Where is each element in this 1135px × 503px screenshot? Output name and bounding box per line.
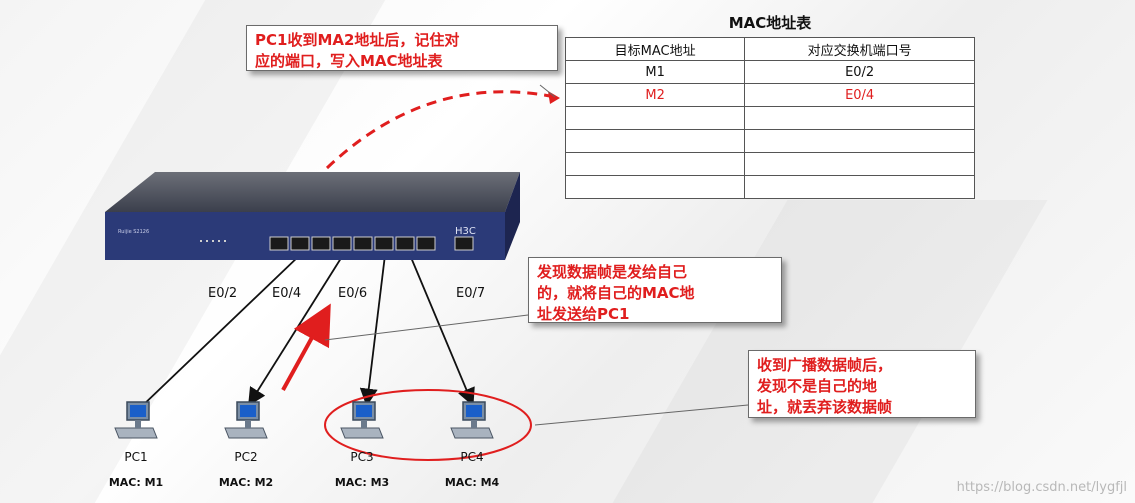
ethernet-port — [374, 236, 394, 251]
ethernet-port — [395, 236, 415, 251]
cable-pc4 — [409, 254, 475, 407]
callout-discard: 收到广播数据帧后， 发现不是自己的地 址，就丢弃该数据帧 — [748, 350, 976, 418]
table-row — [564, 106, 975, 130]
port-cell — [744, 129, 975, 153]
table-row — [564, 129, 975, 153]
table-row: M1 E0/2 — [564, 60, 975, 84]
red-arrow-up — [281, 303, 331, 391]
cable-pc1 — [139, 254, 301, 409]
mac-cell — [564, 175, 746, 199]
pc-1: PC1 MAC: M1 — [96, 400, 176, 489]
callout-pointer — [324, 314, 529, 341]
status-leds — [200, 240, 226, 242]
port-label-e06: E0/6 — [338, 286, 368, 301]
callout-line: 应的端口，写入MAC地址表 — [255, 52, 443, 70]
pc-mac: MAC: M1 — [108, 476, 164, 489]
ethernet-port — [353, 236, 373, 251]
port-cell — [744, 152, 975, 176]
switch-top — [105, 172, 520, 212]
callout-mac-learning: PC1收到MA2地址后，记住对 应的端口，写入MAC地址表 — [246, 25, 558, 71]
ethernet-port — [269, 236, 289, 251]
uplink-port — [454, 236, 474, 251]
callout-line: 发现不是自己的地 — [757, 377, 878, 395]
pc-4: PC4 MAC: M4 — [432, 400, 512, 489]
cable-pc3 — [359, 254, 386, 407]
table-row — [564, 175, 975, 199]
callout-line: 发现数据帧是发给自己 — [537, 263, 688, 281]
callout-line: 址，就丢弃该数据帧 — [757, 398, 893, 416]
pc-mac: MAC: M4 — [444, 476, 500, 489]
pc-name: PC4 — [460, 450, 484, 464]
mac-cell: M1 — [564, 60, 746, 84]
ethernet-port — [311, 236, 331, 251]
mac-table: 目标MAC地址 对应交换机端口号 M1 E0/2 M2 E0/4 — [564, 37, 975, 199]
callout-line: PC1收到MA2地址后，记住对 — [255, 31, 460, 49]
computer-icon — [114, 401, 158, 439]
pc-mac: MAC: M3 — [334, 476, 390, 489]
callout-line: 的，就将自己的MAC地 — [537, 284, 695, 302]
switch-model-label: Ruijie S2126 — [118, 229, 149, 235]
ethernet-port — [332, 236, 352, 251]
switch-side — [505, 172, 520, 260]
mac-cell — [564, 106, 746, 130]
callout-line: 收到广播数据帧后， — [757, 356, 893, 374]
callout-reply: 发现数据帧是发给自己 的，就将自己的MAC地 址发送给PC1 — [528, 257, 782, 323]
computer-icon — [224, 401, 268, 439]
mac-cell: M2 — [564, 83, 746, 107]
dashed-arrow — [325, 90, 561, 170]
port-label-e02: E0/2 — [208, 286, 238, 301]
callout-line: 址发送给PC1 — [537, 305, 630, 323]
pc-name: PC3 — [350, 450, 374, 464]
port-label-e07: E0/7 — [456, 286, 486, 301]
ethernet-port — [416, 236, 436, 251]
table-header-row: 目标MAC地址 对应交换机端口号 — [564, 37, 975, 61]
pc-mac: MAC: M2 — [218, 476, 274, 489]
table-row: M2 E0/4 — [564, 83, 975, 107]
callout-pointer — [534, 404, 749, 426]
column-header: 目标MAC地址 — [564, 37, 746, 61]
table-row — [564, 152, 975, 176]
pc-name: PC2 — [234, 450, 258, 464]
switch-front — [105, 212, 505, 260]
callout-pointer — [539, 84, 556, 98]
broadcast-ellipse — [324, 389, 532, 461]
brand-logo: H3C — [455, 226, 476, 237]
pc-name: PC1 — [124, 450, 148, 464]
watermark: https://blog.csdn.net/lygfjl — [956, 480, 1127, 495]
computer-icon — [340, 401, 384, 439]
port-cell — [744, 175, 975, 199]
column-header: 对应交换机端口号 — [744, 37, 975, 61]
port-cell: E0/2 — [744, 60, 975, 84]
mac-cell — [564, 152, 746, 176]
pc-3: PC3 MAC: M3 — [322, 400, 402, 489]
mac-cell — [564, 129, 746, 153]
port-label-e04: E0/4 — [272, 286, 302, 301]
mac-table-title: MAC地址表 — [728, 14, 812, 32]
ethernet-port — [290, 236, 310, 251]
port-cell — [744, 106, 975, 130]
computer-icon — [450, 401, 494, 439]
port-cell: E0/4 — [744, 83, 975, 107]
pc-2: PC2 MAC: M2 — [206, 400, 286, 489]
